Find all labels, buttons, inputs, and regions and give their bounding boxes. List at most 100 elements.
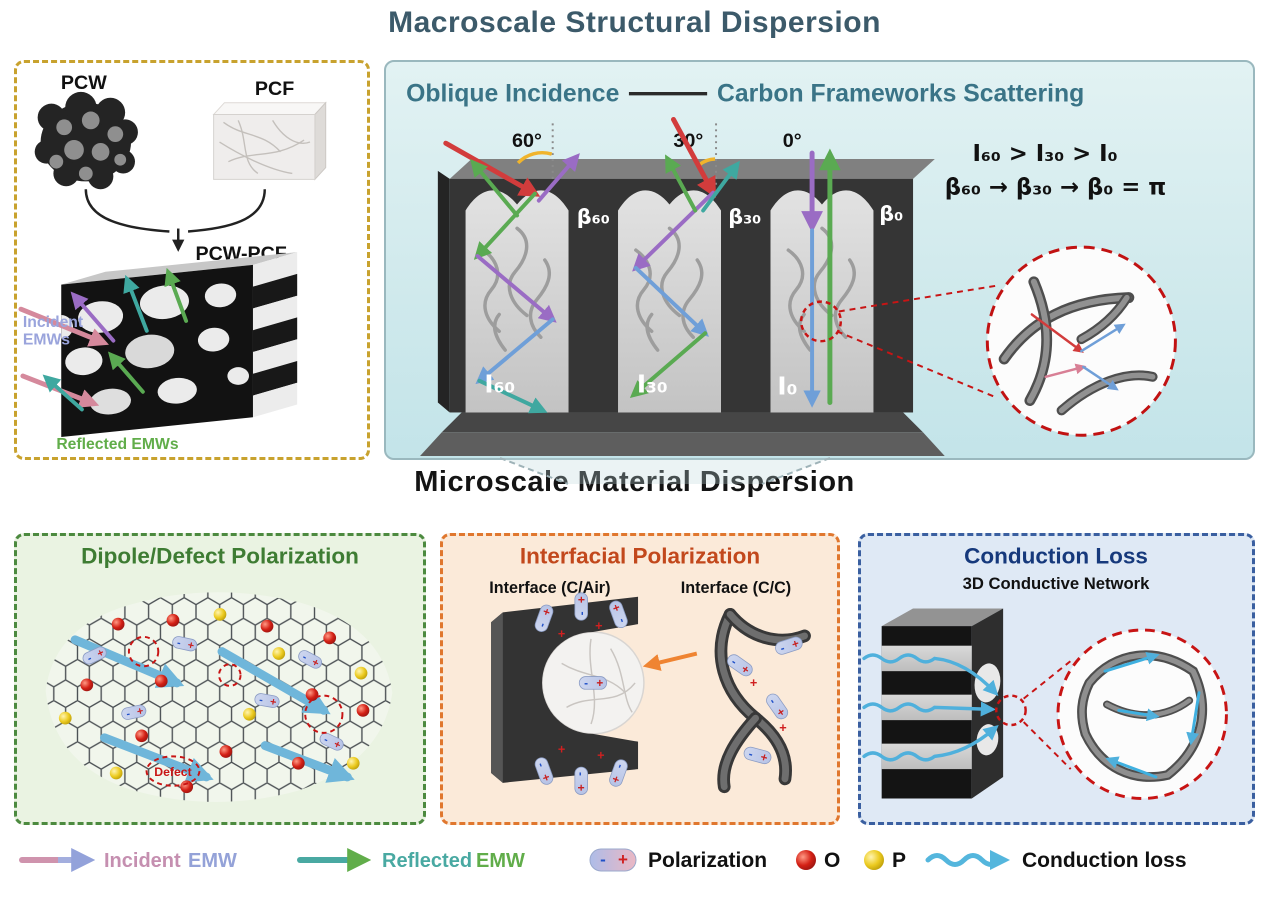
reflected-emw-label: Reflected [382,850,472,872]
polarization-capsule-icon [589,848,637,872]
scattered-ray [629,331,708,399]
interfacial-panel: - + Interfacial Polarization Interface (… [440,533,840,825]
porous-carbon-block [881,608,1004,799]
escaping-ray [536,153,580,203]
carbon-air-interface-structure: + + + + [491,592,645,796]
oxygen-atoms [80,613,370,794]
angle-arc-60 [516,150,553,165]
oxygen-label: O [824,849,840,872]
reflected-emw-arrow [70,291,116,343]
base-platform-lower [420,432,945,457]
zoom-connector-line [1022,721,1072,770]
interface-cc-label: Interface (C/C) [681,579,791,597]
pcf-label: PCF [255,78,294,100]
incident-emws-label: EMWs [23,332,70,349]
incident-emw-label: EMW [188,850,237,872]
interface-cair-label: Interface (C/Air) [489,579,610,597]
intensity-equation: I₆₀ > I₃₀ > I₀ [972,141,1117,167]
legend-oxygen: O [796,849,840,872]
polarization-capsule [574,592,589,621]
zoom-circle-carbon-network [985,245,1177,437]
beta-60-label: β₆₀ [577,204,610,228]
scattered-ray [477,378,548,414]
angle-0-label: 0° [783,130,802,152]
normal-dotted-lines [551,123,718,187]
dipole-panel-title: Dipole/Defect Polarization [81,543,359,568]
polarization-label: Polarization [648,849,767,872]
reflected-emws-label: Reflected EMWs [56,436,179,453]
base-platform-upper [441,412,923,433]
interaction-arrow [642,651,698,671]
intensity-0-label: I₀ [777,372,797,401]
svg-text:+: + [779,720,786,735]
conduction-loss-label: Conduction loss [1022,849,1187,872]
reflected-emw-arrow [42,374,84,412]
zoom-scattering-arrows [1030,313,1126,391]
conduction-panel-title: Conduction Loss [964,543,1148,568]
block-pores [61,283,250,415]
reflected-emw-arrow [107,351,145,394]
legend-incident: Incident EMW [19,848,237,872]
conduction-panel: Conduction Loss 3D Conductive Network [858,533,1255,825]
incident-emws-label: Incident [23,314,84,331]
svg-text:+: + [558,741,565,756]
svg-text:+: + [750,675,757,690]
reflected-emw-arrow [164,267,189,323]
pcf-foam-block [212,101,327,181]
reflected-emw-label: EMW [476,850,525,872]
reflected-emw-arrow [123,274,149,333]
scattered-ray [475,317,555,385]
conduction-loss-arrow-icon [925,850,1010,870]
interfacial-figure: - + Interfacial Polarization Interface (… [489,543,811,796]
macro-micro-funnel [499,457,831,485]
escaping-ray [701,160,740,213]
zoom-source-circle [799,300,843,343]
beta-30-label: β₃₀ [728,204,761,228]
incident-ray-30 [671,116,717,199]
conduction-arrows [862,653,999,762]
legend-reflected: Reflected EMW [297,848,525,872]
figure-legend: Incident EMW Reflected EMW - + Polarizat… [19,848,1187,872]
dipole-defect-figure: - + Dipole/Defect Polarization Defect [45,543,393,802]
escaping-ray [470,158,520,218]
escaping-ray [665,154,698,213]
carbon-fibers [998,276,1158,416]
pcw-pores [49,111,127,181]
plus-sign: + [618,850,628,869]
pcw-label: PCW [61,72,107,94]
incident-emw-arrow [18,306,109,347]
scattered-ray [632,190,716,272]
beta-0-label: β₀ [879,201,903,225]
carbon-carbon-interface-structure: + + [714,607,811,794]
zoom-connector-line [836,330,995,398]
phosphorus-label: P [892,849,906,872]
interfacial-panel-title: Interfacial Polarization [520,543,760,568]
svg-text:+: + [595,618,602,633]
scattering-panel: Oblique Incidence Carbon Frameworks Scat… [384,60,1255,460]
polarization-capsule [762,691,791,723]
legend-conduction: Conduction loss [925,849,1187,872]
intensity-30-label: I₃₀ [637,370,668,399]
dipole-defect-panel: - + Dipole/Defect Polarization Defect [14,533,426,825]
scattering-figure: Oblique Incidence Carbon Frameworks Scat… [406,81,1177,457]
phosphorus-atoms [58,607,368,780]
svg-text:+: + [597,747,604,762]
svg-text:+: + [558,626,565,641]
pcw-pcf-figure: PCW PCF PCW-PCF [18,72,327,453]
minus-sign: - [600,850,606,869]
legend-polarization: - + Polarization [589,848,767,872]
positive-charges: + + + + [558,618,605,762]
electron-flow-arrows [1103,651,1201,779]
legend-phosphorus: P [864,849,906,872]
beta-equation: β₆₀ → β₃₀ → β₀ = π [945,175,1167,201]
micro-title: Microscale Material Dispersion [414,466,855,498]
pcw-pcf-block [61,252,298,437]
zoom-source-circle [995,694,1027,727]
defect-label: Defect [154,765,191,779]
macro-title: Macroscale Structural Dispersion [388,6,881,39]
polarization-capsule [573,766,589,796]
merge-arrow [84,189,266,252]
angle-60-label: 60° [512,130,542,152]
pcw-pcf-panel: PCW PCF PCW-PCF [14,60,370,460]
polarization-capsule [578,676,608,691]
